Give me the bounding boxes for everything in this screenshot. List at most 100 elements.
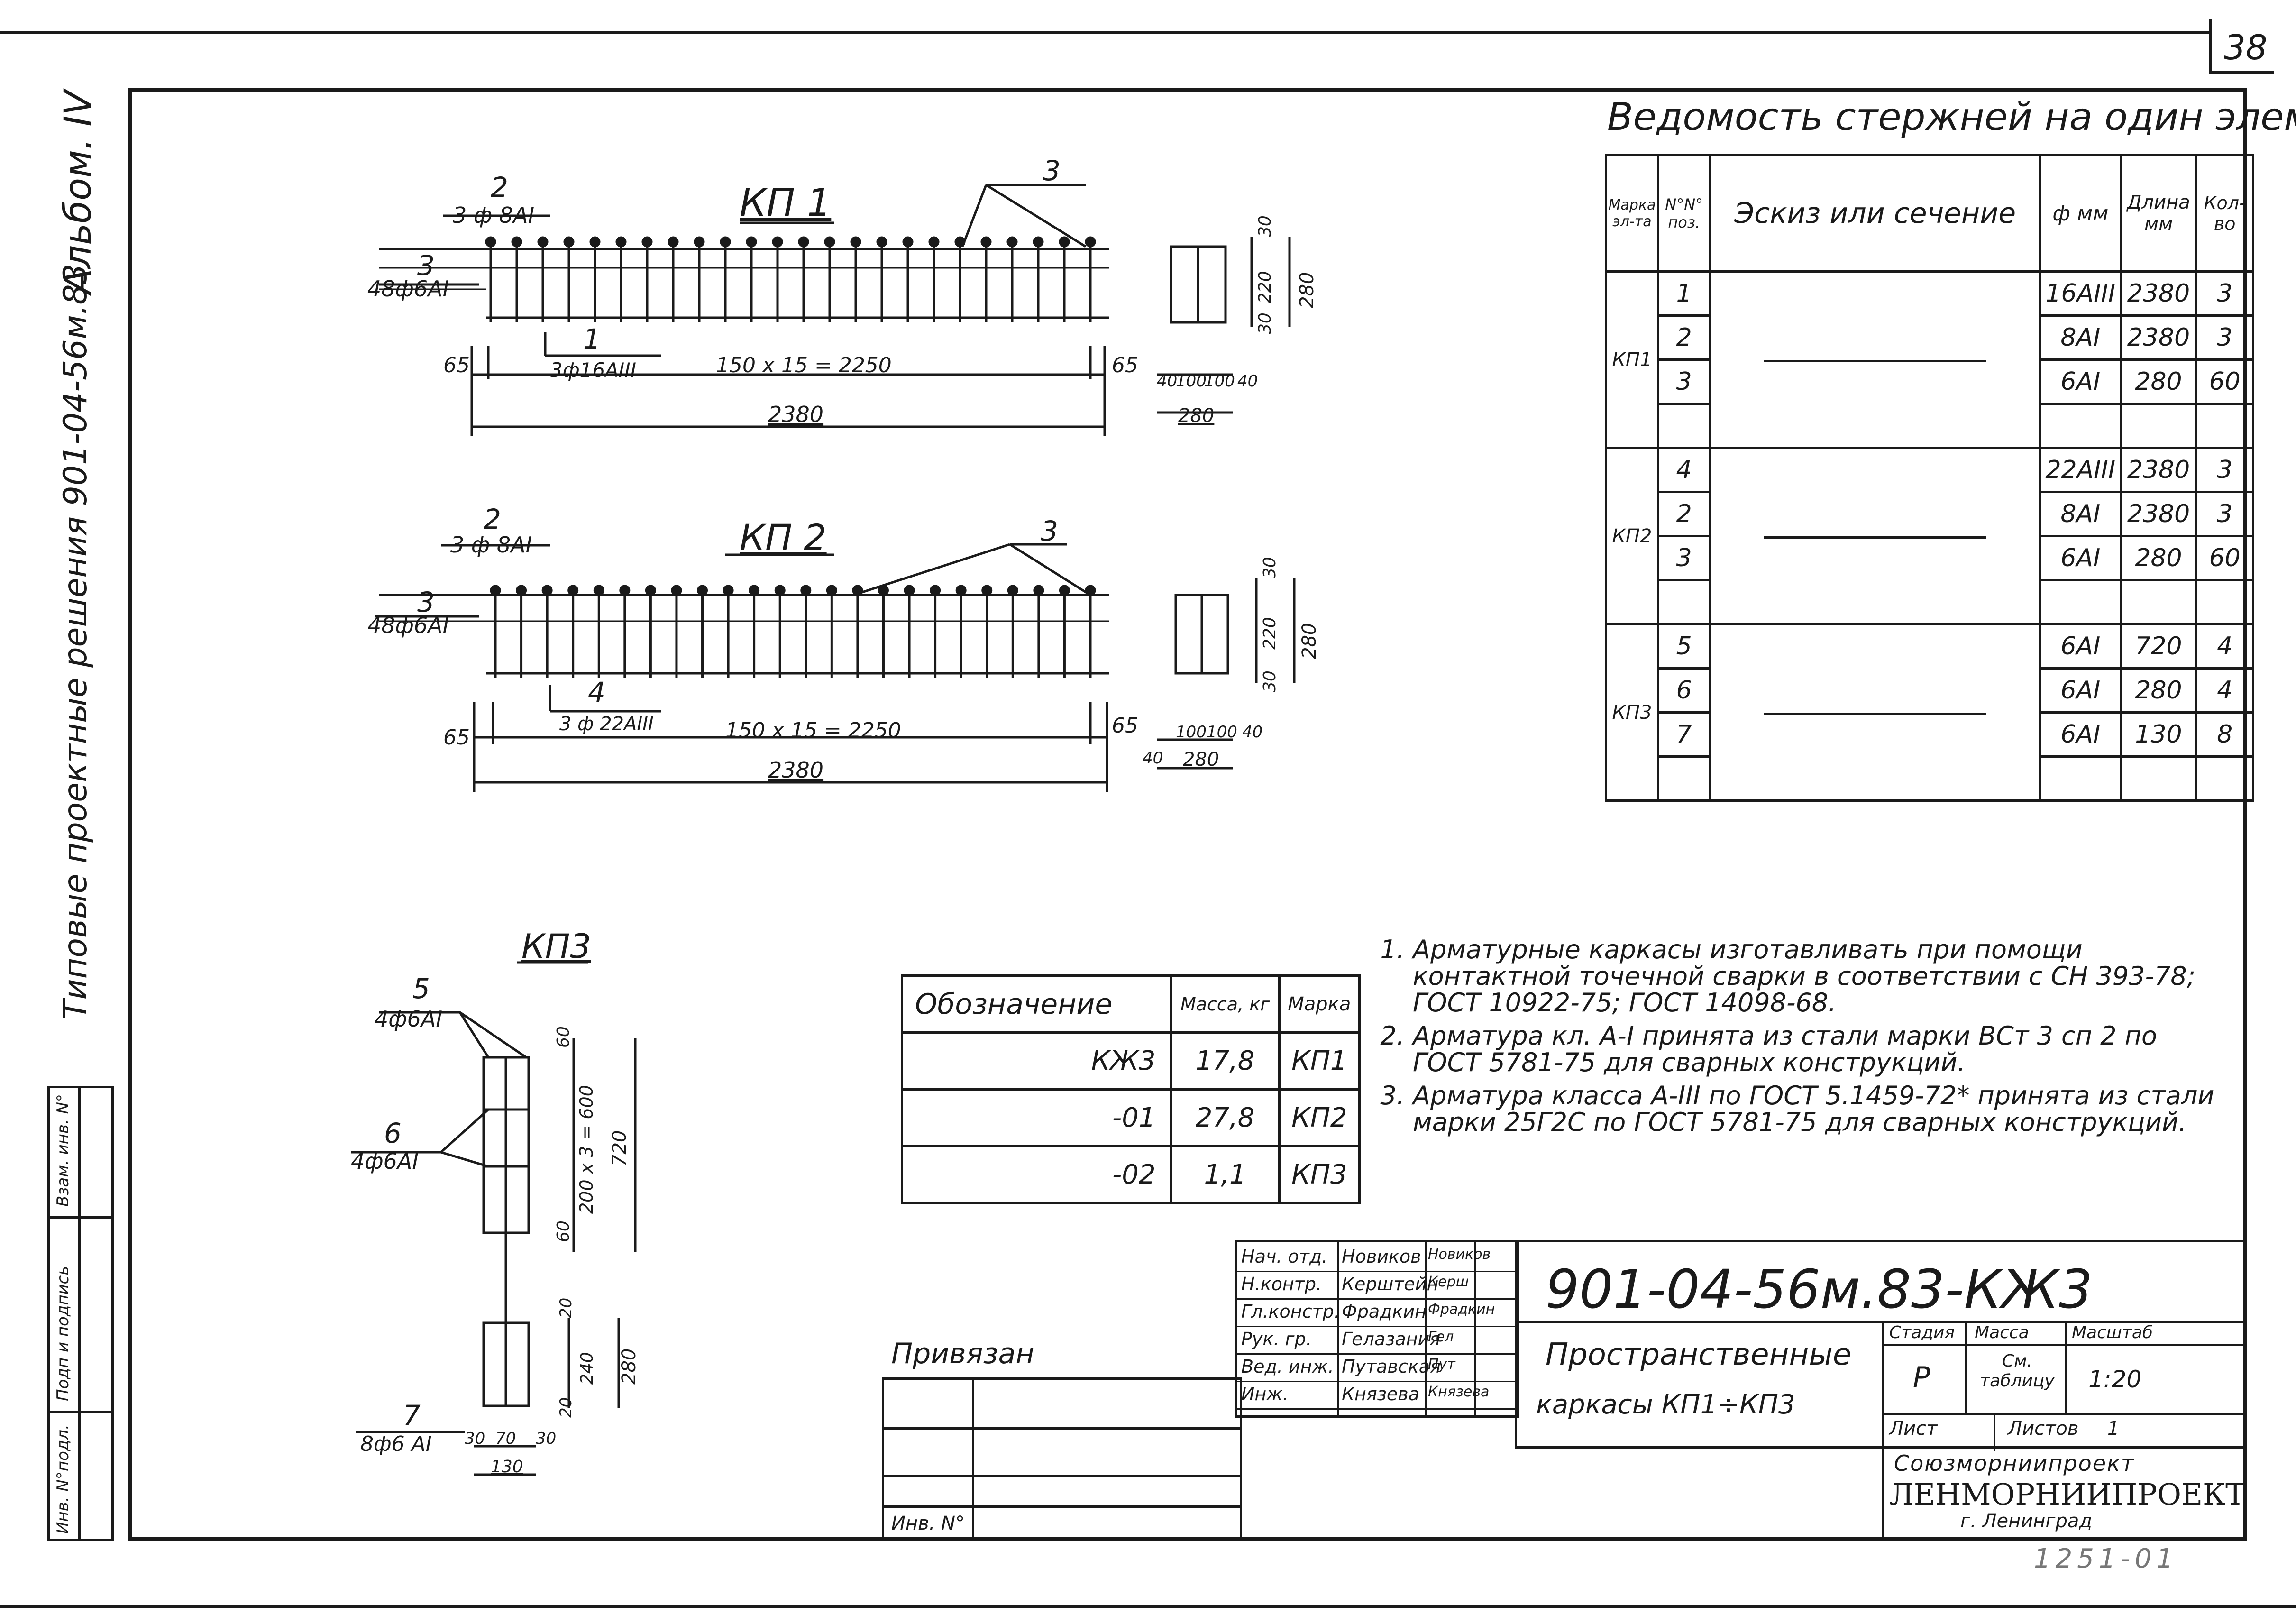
mass-mark: КП2 bbox=[1278, 1088, 1361, 1147]
rods-header-qty: Кол-во bbox=[2195, 154, 2254, 273]
weld-point bbox=[723, 585, 734, 596]
kp1-callout-1-spec: 3ф16АIII bbox=[550, 358, 636, 382]
sheet-label: Лист bbox=[1889, 1418, 1938, 1440]
kp1-dim-total: 2380 bbox=[768, 402, 823, 427]
rods-qty: 4 bbox=[2195, 667, 2254, 714]
kp1-sec-w: 100 bbox=[1176, 372, 1207, 391]
weld-point bbox=[1085, 236, 1096, 248]
rods-empty-cell bbox=[2195, 755, 2254, 802]
weld-point bbox=[774, 585, 786, 596]
rods-dia: 16АIII bbox=[2039, 270, 2122, 317]
rods-header-sketch: Эскиз или сечение bbox=[1709, 154, 2041, 273]
role-name: Князева bbox=[1342, 1384, 1419, 1404]
mass-header-mass: Масса, кг bbox=[1170, 974, 1281, 1034]
weld-point bbox=[824, 236, 835, 248]
kp2-callout-top: 3 bbox=[1041, 515, 1058, 547]
kp3-callout-5-spec: 4ф6АI bbox=[375, 1006, 442, 1032]
kp3-w-total: 130 bbox=[491, 1457, 523, 1477]
kp1-sec-total: 280 bbox=[1178, 405, 1214, 427]
role-title: Вед. инж. bbox=[1241, 1356, 1334, 1377]
roles-col-1 bbox=[1337, 1242, 1339, 1415]
rods-empty-cell bbox=[2195, 403, 2254, 449]
mass-header-designation: Обозначение bbox=[901, 974, 1172, 1034]
kp2-callout-3: 3 bbox=[417, 586, 435, 618]
rods-spacer-row bbox=[1606, 579, 2254, 625]
org-cell: Союзморниипроект ЛЕНМОРНИИПРОЕКТ г. Лени… bbox=[1882, 1446, 2247, 1541]
side-grid-divider-1 bbox=[50, 1216, 111, 1219]
privyazan-cell: Привязан Инв. N° bbox=[882, 1337, 1242, 1541]
weld-point bbox=[589, 236, 601, 248]
kp1-callout-2: 2 bbox=[491, 171, 508, 203]
privyazan-grid-h1 bbox=[884, 1427, 1240, 1430]
weld-point bbox=[619, 585, 631, 596]
weld-point bbox=[955, 585, 967, 596]
sheet-number: 38 bbox=[2224, 28, 2268, 67]
kp3-title: КП3 bbox=[521, 927, 591, 966]
role-signature: Новиков bbox=[1428, 1246, 1491, 1263]
sms-v3 bbox=[1994, 1413, 1995, 1451]
rods-sketch bbox=[1709, 270, 2041, 449]
rods-qty: 4 bbox=[2195, 623, 2254, 670]
kp2-dim-left: 65 bbox=[443, 725, 470, 750]
kp2-sec-w2: 100 bbox=[1176, 723, 1207, 742]
mass-designation: -01 bbox=[901, 1088, 1172, 1147]
rods-length: 280 bbox=[2119, 667, 2198, 714]
kp1-sec-top: 30 bbox=[1255, 215, 1275, 237]
mass-header-mark: Марка bbox=[1278, 974, 1361, 1034]
kp3-dim-bot: 60 bbox=[554, 1220, 573, 1242]
role-divider bbox=[1237, 1326, 1517, 1327]
kp1-callout-3: 3 bbox=[417, 249, 435, 282]
side-grid-divider-2 bbox=[50, 1411, 111, 1413]
sms-h-line2 bbox=[1884, 1413, 2245, 1415]
weld-point bbox=[671, 585, 682, 596]
mass-designation: КЖ3 bbox=[901, 1031, 1172, 1091]
kp3-sec-h: 280 bbox=[618, 1349, 640, 1385]
sms-v1 bbox=[1965, 1323, 1967, 1413]
rods-pos: 6 bbox=[1656, 667, 1711, 714]
note-item: Арматура кл. А-I принята из стали марки … bbox=[1413, 1023, 2228, 1076]
kp2-sec-total: 280 bbox=[1183, 749, 1219, 771]
kp3-callout-5: 5 bbox=[412, 973, 430, 1005]
kp1-callout-1: 1 bbox=[583, 323, 601, 355]
weld-point bbox=[511, 236, 522, 248]
kp3-sec-top: 20 bbox=[557, 1298, 576, 1318]
sheets-value: 1 bbox=[2107, 1418, 2120, 1440]
bottom-rule bbox=[0, 1605, 2296, 1608]
role-divider bbox=[1237, 1353, 1517, 1355]
weld-point bbox=[746, 236, 757, 248]
kp1-sec-h: 280 bbox=[1296, 272, 1318, 308]
weld-point bbox=[697, 585, 708, 596]
org-2: ЛЕНМОРНИИПРОЕКТ bbox=[1889, 1477, 2245, 1512]
notes: Арматурные каркасы изготавливать при пом… bbox=[1375, 936, 2228, 1142]
kp3-callout-6-spec: 4ф6АI bbox=[351, 1148, 419, 1174]
rods-qty: 3 bbox=[2195, 491, 2254, 537]
rods-length: 280 bbox=[2119, 358, 2198, 405]
weld-point bbox=[876, 236, 887, 248]
weld-point bbox=[645, 585, 656, 596]
kp1-callout-top: 3 bbox=[1043, 155, 1061, 187]
role-signature: Гел bbox=[1428, 1329, 1454, 1345]
kp3-w3: 30 bbox=[536, 1429, 556, 1448]
role-title: Н.контр. bbox=[1241, 1274, 1322, 1294]
role-signature: Керш bbox=[1428, 1274, 1469, 1290]
mass-mass: 17,8 bbox=[1170, 1031, 1281, 1091]
role-divider bbox=[1237, 1271, 1517, 1272]
weld-point bbox=[1007, 585, 1018, 596]
weld-point bbox=[798, 236, 809, 248]
kp2-sec-w3: 100 bbox=[1207, 723, 1237, 742]
weld-point bbox=[980, 236, 992, 248]
kp3-drawing bbox=[351, 961, 637, 1476]
rods-dia: 6АI bbox=[2039, 711, 2122, 758]
side-grid-divider-v bbox=[78, 1088, 81, 1539]
top-rule bbox=[0, 31, 2209, 34]
